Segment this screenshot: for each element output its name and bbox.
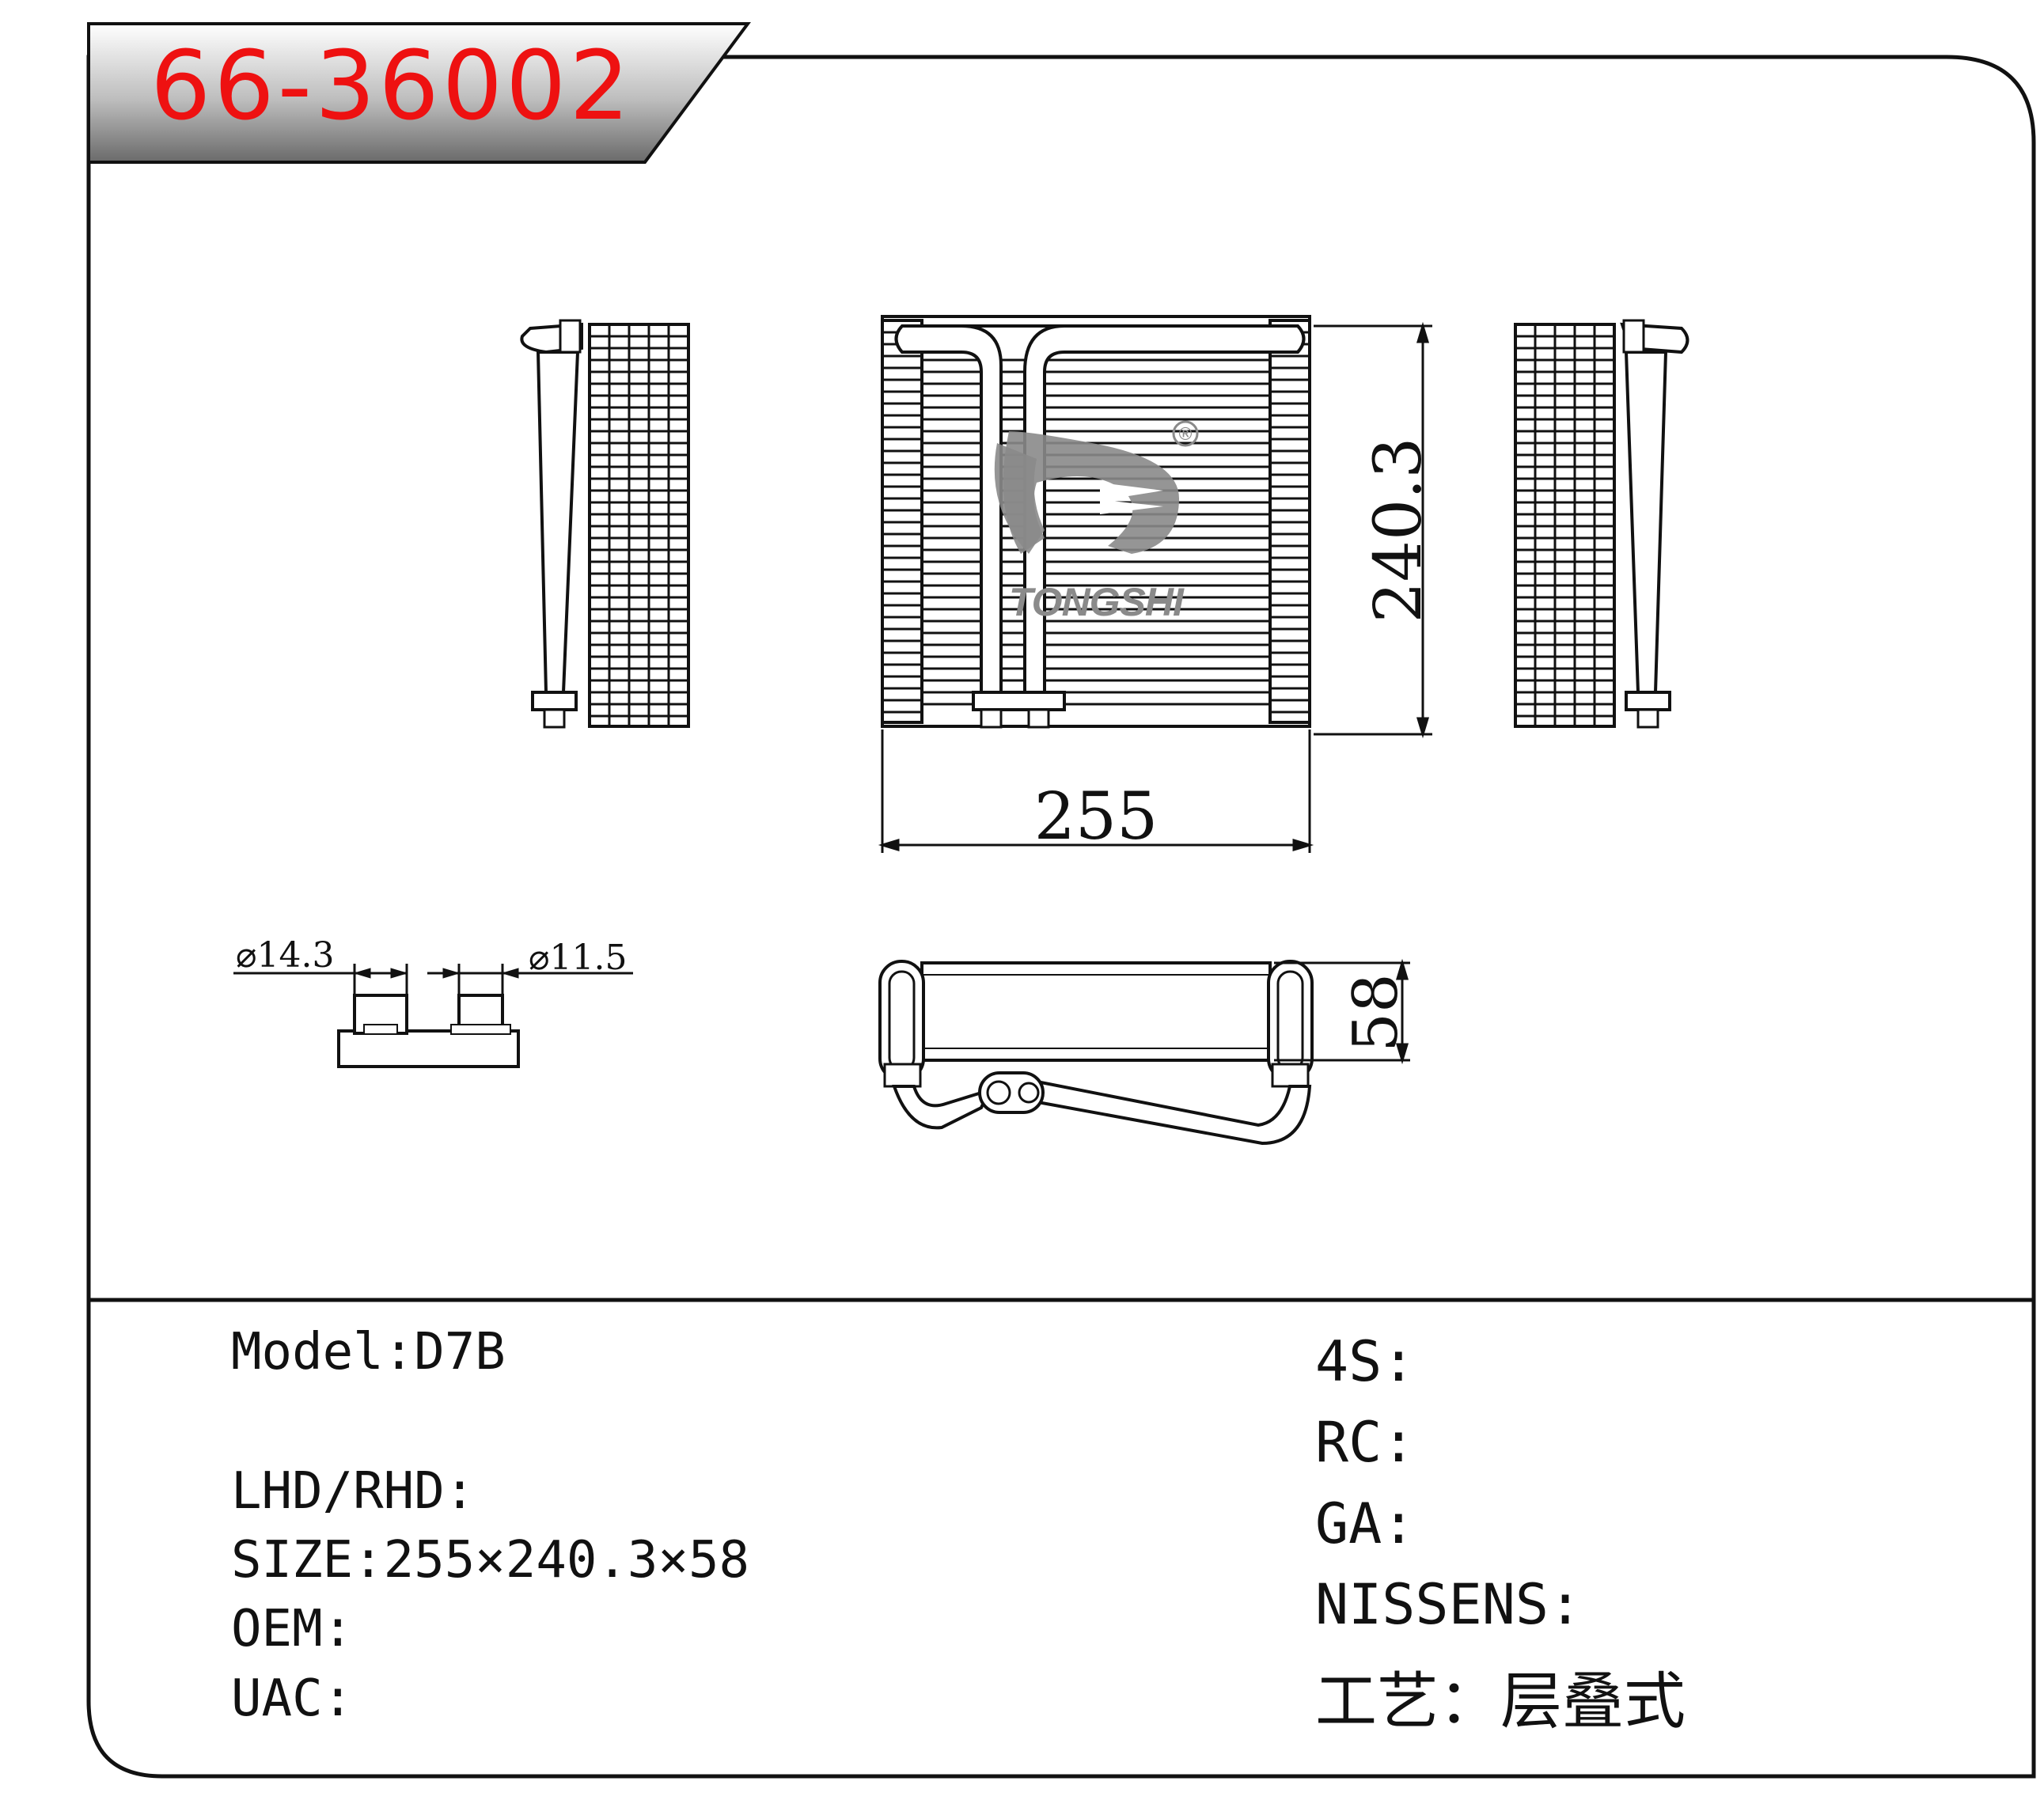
spec-separator: : [383, 1323, 415, 1381]
spec-size: SIZE:255×240.3×58 [231, 1531, 749, 1590]
spec-key: Model [231, 1323, 384, 1381]
spec-separator: : [322, 1669, 354, 1728]
evaporator-right-side-view [1514, 319, 1689, 729]
spec-key: LHD/RHD [231, 1462, 445, 1521]
depth-dimension-label: 58 [1341, 973, 1412, 1052]
registered-mark: ® [1177, 425, 1194, 445]
spec-separator: : [353, 1531, 384, 1590]
spec-oem: OEM: [231, 1600, 353, 1658]
width-dimension [878, 729, 1314, 853]
height-dimension-label: 240.3 [1361, 438, 1436, 623]
spec-uac: UAC: [231, 1669, 353, 1728]
spec-separator: : [1382, 1410, 1416, 1475]
spec-key: GA [1315, 1491, 1382, 1556]
spec-key: 4S [1315, 1329, 1382, 1394]
spec-separator: : [1549, 1572, 1583, 1637]
spec-rc: RC: [1315, 1410, 1415, 1475]
spec-separator: : [444, 1462, 476, 1521]
outer-frame [86, 55, 2036, 1779]
spec-nissens: NISSENS: [1315, 1572, 1582, 1637]
spec-process: 工艺：层叠式 [1315, 1652, 1686, 1741]
spec-key: SIZE [231, 1531, 354, 1590]
spec-separator: : [1382, 1491, 1416, 1556]
outlet-diameter-label: ⌀11.5 [529, 938, 627, 978]
spec-key: OEM [231, 1600, 323, 1658]
width-dimension-label: 255 [1034, 779, 1159, 855]
part-number-title: 66-36002 [150, 32, 633, 142]
depth-dimension [1274, 958, 1410, 1065]
spec-4s: 4S: [1315, 1329, 1415, 1394]
evaporator-top-view [878, 960, 1314, 1146]
height-dimension [1314, 321, 1432, 739]
spec-key: 工艺 [1315, 1666, 1439, 1737]
spec-value: D7B [414, 1323, 506, 1381]
logo-brand-text: TONGSHI [1009, 580, 1185, 624]
evaporator-front-view [881, 315, 1311, 729]
spec-key: UAC [231, 1669, 323, 1728]
spec-key: RC [1315, 1410, 1382, 1475]
title-tab [87, 22, 751, 164]
spec-separator: ： [1439, 1666, 1501, 1737]
spec-separator: : [322, 1600, 354, 1658]
spec-separator: : [1382, 1329, 1416, 1394]
spec-lhd-rhd: LHD/RHD: [231, 1462, 475, 1521]
spec-key: NISSENS [1315, 1572, 1549, 1637]
spec-ga: GA: [1315, 1491, 1415, 1556]
spec-value: 层叠式 [1500, 1666, 1686, 1737]
spec-model: Model:D7B [231, 1323, 506, 1381]
tongshi-logo: ® TONGSHI [994, 420, 1199, 624]
fitting-detail-view [233, 964, 633, 1068]
spec-value: 255×240.3×58 [383, 1531, 750, 1590]
evaporator-left-side-view [520, 319, 690, 729]
inlet-diameter-label: ⌀14.3 [236, 935, 334, 976]
